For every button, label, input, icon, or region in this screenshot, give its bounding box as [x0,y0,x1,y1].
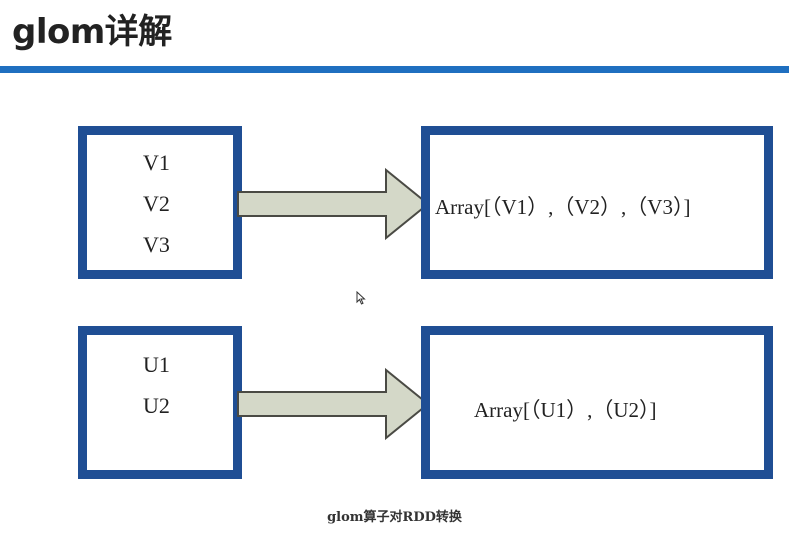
output-array-u: Array[（U1）,（U2）] [474,398,657,422]
mouse-pointer-icon [356,291,366,305]
input-item-v1: V1 [143,150,170,175]
transform-arrow-bottom [237,367,430,441]
output-array-box-v [421,126,773,279]
figure-caption: glom算子对RDD转换 [327,510,462,525]
input-item-v2: V2 [143,191,170,216]
title-divider [0,66,789,73]
slide-title: glom详解 [12,12,172,52]
transform-arrow-top [237,167,430,241]
input-partition-box-u [78,326,242,479]
input-item-u2: U2 [143,393,170,418]
input-item-v3: V3 [143,232,170,257]
output-array-v: Array[（V1）,（V2）,（V3）] [435,195,691,219]
input-partition-box-v [78,126,242,279]
output-array-box-u [421,326,773,479]
input-item-u1: U1 [143,352,170,377]
